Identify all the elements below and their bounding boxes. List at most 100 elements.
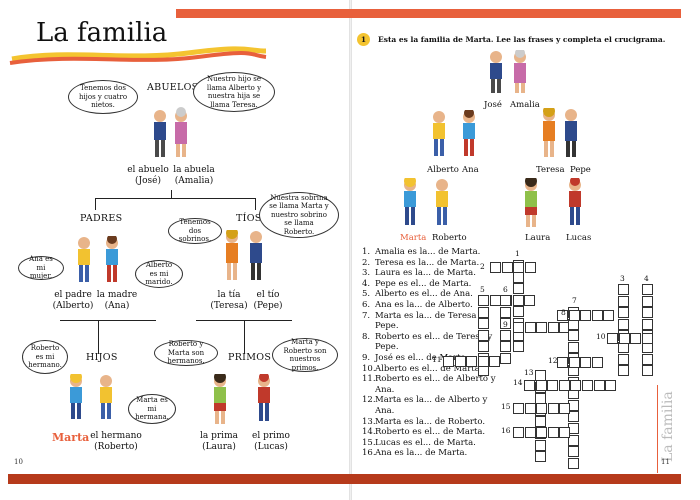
crossword-cell[interactable] [568, 310, 580, 321]
crossword-cell[interactable] [500, 318, 511, 330]
crossword-cell[interactable] [489, 356, 501, 367]
crossword-cell[interactable] [513, 262, 525, 273]
clue-text: Ana es la... de Alberto. [375, 299, 473, 310]
clue-number: 11. [362, 374, 376, 385]
crossword-cell[interactable] [557, 310, 568, 321]
crossword-cell[interactable] [603, 310, 615, 321]
crossword-cell[interactable] [570, 380, 582, 391]
crossword-cell[interactable] [454, 356, 466, 367]
crossword-cell[interactable] [558, 380, 570, 391]
crossword-cell[interactable] [568, 330, 579, 342]
crossword-cell[interactable] [618, 284, 629, 295]
crossword-cell[interactable] [568, 446, 579, 458]
crossword-cell[interactable] [500, 295, 511, 306]
crossword-cell[interactable] [466, 356, 478, 367]
crossword-cell[interactable] [618, 295, 629, 307]
crossword-cell[interactable] [513, 322, 524, 333]
crossword-cell[interactable] [605, 380, 617, 391]
crossword-cell[interactable] [641, 333, 653, 344]
label-tia: la tía(Teresa) [210, 290, 248, 311]
crossword-cell[interactable] [535, 439, 546, 451]
clue-text: Amalia es la... de Marta. [375, 247, 481, 257]
marta-roberto-illustration [404, 178, 448, 225]
crossword-cell[interactable] [524, 427, 536, 438]
crossword-cell[interactable] [478, 318, 489, 330]
crossword-cell[interactable] [489, 295, 501, 306]
crossword-cell[interactable] [580, 357, 592, 368]
crossword-cell[interactable] [524, 295, 536, 306]
crossword-cell[interactable] [568, 434, 579, 446]
crossword-cell[interactable] [513, 271, 524, 283]
crossword-cell[interactable] [547, 427, 559, 438]
crossword-cell[interactable] [547, 380, 559, 391]
crossword-cell[interactable] [513, 341, 524, 353]
crossword-cell[interactable] [642, 307, 653, 319]
crossword-number: 4 [644, 274, 649, 283]
name-amalia: Amalia [510, 100, 540, 110]
crossword-cell[interactable] [478, 341, 489, 353]
step-badge: 1 [357, 33, 370, 46]
crossword-cell[interactable] [536, 403, 548, 414]
crossword-cell[interactable] [500, 306, 511, 318]
crossword-cell[interactable] [524, 380, 535, 391]
crossword-cell[interactable] [535, 416, 546, 428]
crossword-cell[interactable] [500, 329, 511, 341]
crossword-cell[interactable] [524, 403, 536, 414]
crossword-cell[interactable] [524, 322, 536, 333]
crossword-cell[interactable] [618, 365, 629, 377]
crossword-cell[interactable] [642, 318, 653, 330]
crossword-cell[interactable] [535, 380, 547, 391]
crossword-cell[interactable] [513, 283, 524, 295]
crossword-cell[interactable] [559, 403, 571, 414]
crossword-cell[interactable] [557, 357, 568, 368]
crossword-cell[interactable] [591, 310, 603, 321]
aunt-uncle-illustration [226, 230, 262, 280]
crossword-cell[interactable] [547, 403, 559, 414]
crossword-cell[interactable] [477, 356, 489, 367]
crossword-cell[interactable] [593, 380, 605, 391]
crossword-cell[interactable] [478, 306, 489, 318]
clue-text: Ana es la... de Marta. [375, 448, 468, 459]
crossword-cell[interactable] [490, 262, 501, 273]
crossword-cell[interactable] [443, 356, 454, 367]
crossword-cell[interactable] [513, 306, 524, 318]
crossword-cell[interactable] [630, 333, 642, 344]
crossword-number: 5 [480, 285, 485, 294]
crossword-cell[interactable] [536, 427, 548, 438]
crossword-cell[interactable] [478, 295, 489, 306]
crossword-cell[interactable] [607, 333, 618, 344]
crossword-cell[interactable] [513, 403, 524, 414]
crossword-cell[interactable] [580, 310, 592, 321]
tree-line [95, 198, 96, 210]
crossword-cell[interactable] [513, 427, 524, 438]
crossword-cell[interactable] [535, 451, 546, 463]
crossword-cell[interactable] [642, 284, 653, 295]
crossword-cell[interactable] [478, 329, 489, 341]
crossword-cell[interactable] [547, 322, 559, 333]
name-pepe: Pepe [570, 165, 591, 175]
crossword-cell[interactable] [500, 353, 511, 364]
crossword-cell[interactable] [512, 295, 524, 306]
label-abuela: la abuela(Amalia) [173, 165, 215, 186]
crossword-number: 2 [480, 262, 485, 271]
crossword-cell[interactable] [642, 295, 653, 307]
crossword-cell[interactable] [618, 307, 629, 319]
crossword-cell[interactable] [536, 322, 548, 333]
crossword-cell[interactable] [524, 262, 536, 273]
crossword-cell[interactable] [559, 427, 571, 438]
crossword-cell[interactable] [618, 353, 629, 365]
crossword-cell[interactable] [568, 411, 579, 423]
clue-text: Laura es la... de Marta. [375, 268, 476, 279]
crossword-cell[interactable] [582, 380, 593, 391]
crossword-cell[interactable] [618, 333, 630, 344]
crossword-cell[interactable] [642, 353, 653, 365]
crossword-cell[interactable] [501, 262, 513, 273]
crossword-cell[interactable] [568, 341, 579, 353]
crossword-cell[interactable] [568, 457, 579, 469]
crossword-cell[interactable] [568, 357, 580, 368]
crossword-cell[interactable] [591, 357, 603, 368]
crossword-cell[interactable] [500, 341, 511, 353]
jose-amalia-illustration [490, 50, 526, 93]
crossword-cell[interactable] [642, 365, 653, 377]
crossword-cell[interactable] [618, 318, 629, 330]
